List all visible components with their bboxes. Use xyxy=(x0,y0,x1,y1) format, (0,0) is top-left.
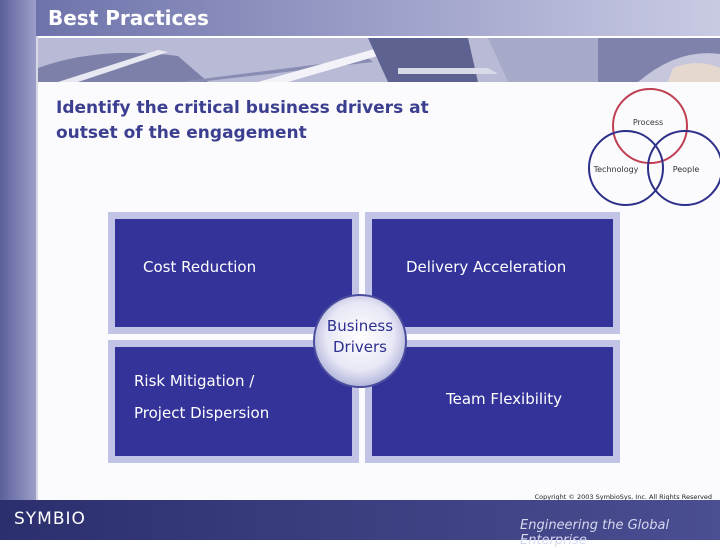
quadrant-label: Cost Reduction xyxy=(143,258,256,276)
header-photo-strip xyxy=(38,38,720,82)
quadrant-delivery-acceleration: Delivery Acceleration xyxy=(365,212,620,334)
venn-label-people: People xyxy=(673,165,700,174)
quadrant-label-line2: Project Dispersion xyxy=(134,404,269,422)
footer-tagline: Engineering the Global Enterprise xyxy=(520,518,720,548)
company-logo: SYMBIO xyxy=(14,509,86,529)
quadrant-label: Delivery Acceleration xyxy=(406,258,566,276)
hub-label: Business Drivers xyxy=(318,316,402,358)
quadrant-label: Team Flexibility xyxy=(446,390,562,408)
left-sidebar-band xyxy=(0,0,36,500)
venn-diagram: Process Technology People xyxy=(586,86,720,208)
header-photo-image xyxy=(38,38,720,82)
venn-label-technology: Technology xyxy=(593,165,639,174)
venn-label-process: Process xyxy=(633,118,663,127)
headline-text: Identify the critical business drivers a… xyxy=(56,96,476,146)
quadrant-label-line1: Risk Mitigation / xyxy=(134,372,254,390)
slide-title: Best Practices xyxy=(48,6,209,30)
